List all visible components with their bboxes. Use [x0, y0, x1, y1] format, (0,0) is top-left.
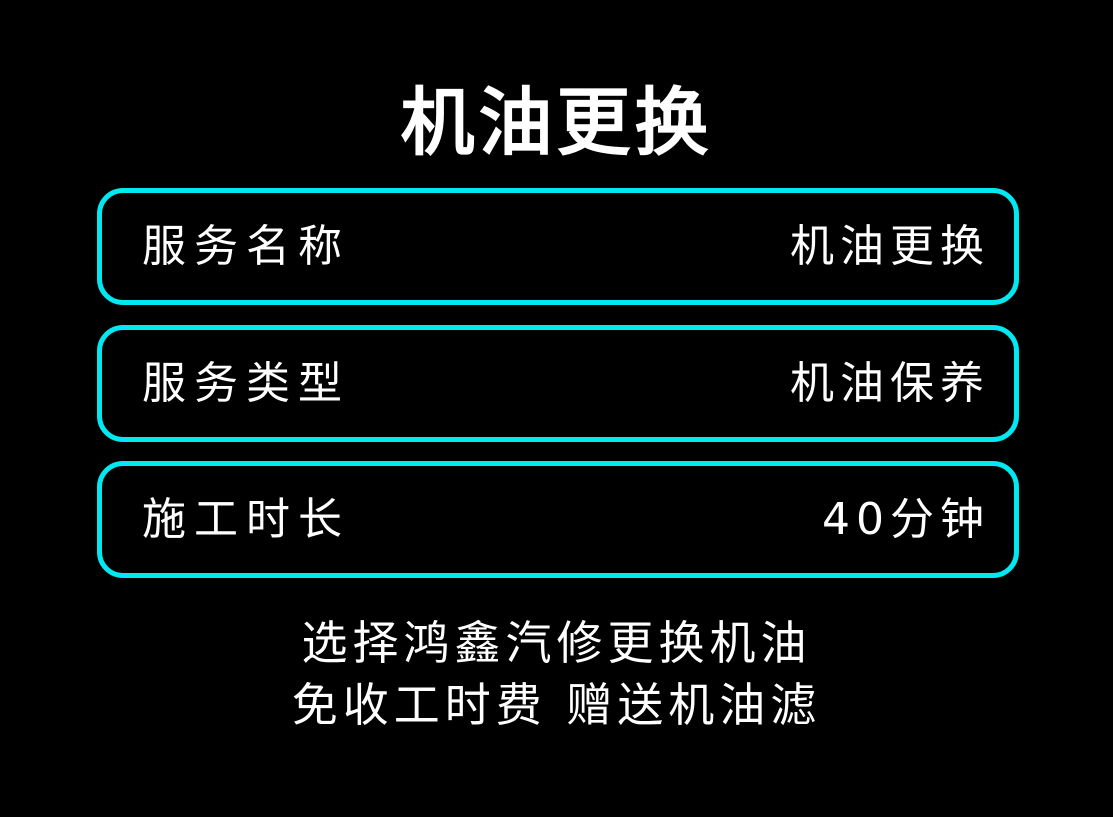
- page-title: 机油更换: [400, 80, 713, 166]
- row-value: 40分钟: [822, 494, 990, 545]
- row-label: 服务名称: [142, 221, 350, 272]
- row-value: 机油保养: [790, 358, 990, 409]
- info-row-service-name: 服务名称 机油更换: [97, 188, 1019, 305]
- promo-line-2: 免收工时费 赠送机油滤: [291, 678, 822, 732]
- row-value: 机油更换: [790, 221, 990, 272]
- info-row-service-type: 服务类型 机油保养: [97, 325, 1019, 442]
- info-row-duration: 施工时长 40分钟: [97, 461, 1019, 578]
- row-label: 服务类型: [142, 358, 350, 409]
- promo-line-1: 选择鸿鑫汽修更换机油: [301, 616, 812, 670]
- row-label: 施工时长: [142, 494, 350, 545]
